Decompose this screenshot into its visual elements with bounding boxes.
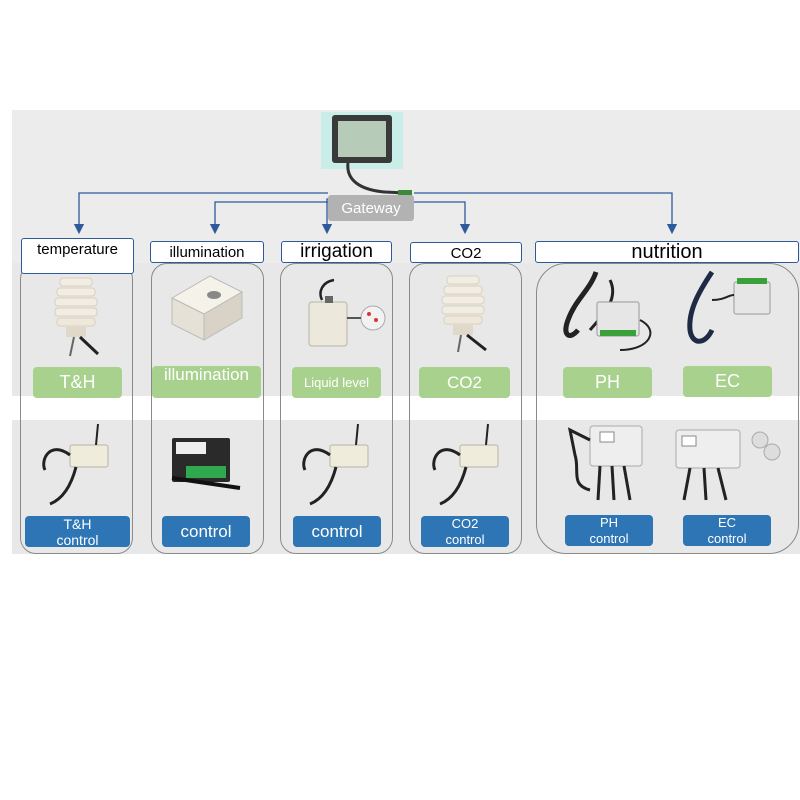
category-temperature: temperature xyxy=(21,238,134,274)
category-co2: CO2 xyxy=(410,242,522,263)
control-label-th: T&H control xyxy=(25,516,130,548)
illumination-column xyxy=(151,263,264,554)
top-band xyxy=(12,110,800,263)
ec-sensor-icon xyxy=(687,270,771,344)
sensor-band xyxy=(12,263,800,396)
category-illumination: illumination xyxy=(150,241,264,263)
irrigation-controller-icon xyxy=(302,423,369,506)
ph-controller-icon xyxy=(567,425,643,501)
arrow-to-co2 xyxy=(414,201,471,235)
arrow-to-illumination xyxy=(209,201,328,235)
sensor-label-illumination: illumination xyxy=(152,366,261,398)
illumination-sensor-icon xyxy=(170,275,244,341)
control-label-irrigation: control xyxy=(293,516,381,547)
gateway-device-icon xyxy=(332,115,412,196)
liquid-level-sensor-icon xyxy=(308,278,386,347)
control-band xyxy=(12,420,800,554)
sensor-label-ec: EC xyxy=(683,366,772,397)
sensor-label-liquid-level: Liquid level xyxy=(292,367,381,398)
ph-sensor-icon xyxy=(563,271,652,351)
sensor-label-th: T&H xyxy=(33,367,122,398)
connector-lines xyxy=(73,192,678,235)
th-controller-icon xyxy=(42,423,109,506)
arrow-to-nutrition xyxy=(414,192,678,235)
sensor-label-co2: CO2 xyxy=(419,367,510,398)
illumination-controller-icon xyxy=(171,438,241,490)
co2-controller-icon xyxy=(432,423,499,506)
arrow-to-irrigation xyxy=(321,198,333,235)
sensor-label-ph: PH xyxy=(563,367,652,398)
gateway-label: Gateway xyxy=(328,195,414,221)
arrow-to-temperature xyxy=(73,192,328,235)
co2-sensor-icon xyxy=(441,275,487,353)
th-sensor-icon xyxy=(54,277,100,357)
control-label-illumination: control xyxy=(162,516,250,547)
category-irrigation: irrigation xyxy=(281,241,392,263)
irrigation-column xyxy=(280,263,393,554)
band-gap xyxy=(12,396,800,420)
ec-controller-icon xyxy=(675,429,781,501)
category-nutrition: nutrition xyxy=(535,241,799,263)
co2-column xyxy=(409,263,522,554)
control-label-co2: CO2 control xyxy=(421,516,509,547)
control-label-ec: EC control xyxy=(683,515,771,546)
nutrition-column xyxy=(536,263,799,554)
control-label-ph: PH control xyxy=(565,515,653,546)
